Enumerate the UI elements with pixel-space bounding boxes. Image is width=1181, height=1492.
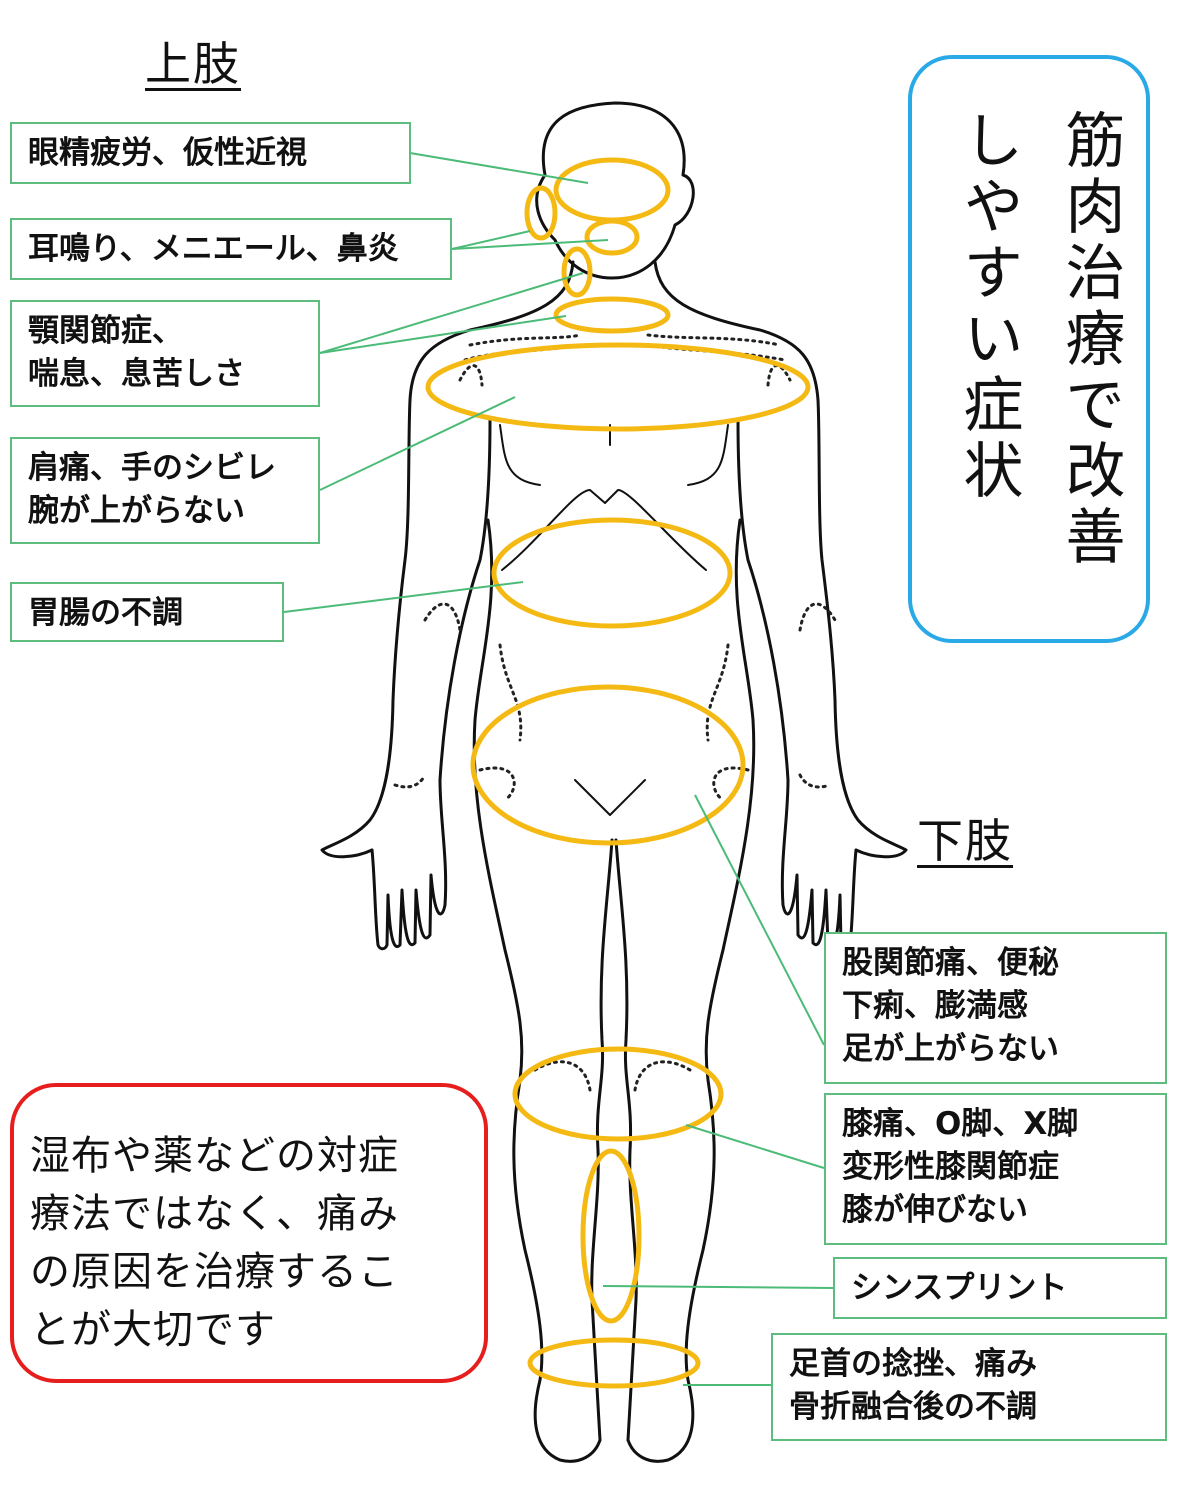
ellipse-throat xyxy=(553,296,671,334)
left-inner-arm xyxy=(438,418,492,782)
ellipse-shoulders xyxy=(425,342,811,432)
title-line-1: 筋肉治療で改善 xyxy=(1055,109,1125,571)
ellipse-jaw xyxy=(561,246,593,298)
ellipse-shins xyxy=(580,1148,642,1324)
groin xyxy=(574,779,646,816)
dotted-joints xyxy=(393,333,837,1092)
ellipse-eyes xyxy=(553,157,671,223)
label-knee-pain: 膝痛、O脚、X脚 変形性膝関節症 膝が伸びない xyxy=(824,1093,1167,1245)
head-outline xyxy=(535,101,695,280)
connector-lines xyxy=(283,152,834,1386)
label-eye-strain: 眼精疲労、仮性近視 xyxy=(10,122,411,184)
label-stomach: 胃腸の不調 xyxy=(10,582,284,642)
heading-lower-limb: 下肢 xyxy=(917,814,1013,868)
right-inner-arm xyxy=(736,418,790,782)
title-box: 筋肉治療で改善 しやすい症状 xyxy=(908,55,1150,643)
ellipse-knees xyxy=(512,1046,724,1142)
heading-upper-limb: 上肢 xyxy=(145,37,241,91)
highlight-ellipses xyxy=(425,157,811,1389)
ellipse-ankles xyxy=(527,1337,701,1389)
right-hand xyxy=(780,778,858,951)
chest-right xyxy=(687,424,729,486)
note-box: 湿布や薬などの対症 療法ではなく、痛み の原因を治療するこ とが大切です xyxy=(10,1083,488,1383)
ribcage xyxy=(501,489,707,571)
right-torso-side xyxy=(626,518,756,1463)
label-shin-splints: シンスプリント xyxy=(833,1257,1167,1319)
ellipse-nose xyxy=(584,218,640,256)
left-hand xyxy=(370,778,448,951)
ellipse-abdomen xyxy=(491,517,733,629)
label-shoulder-pain: 肩痛、手のシビレ 腕が上がらない xyxy=(10,437,320,544)
label-tinnitus: 耳鳴り、メニエール、鼻炎 xyxy=(10,218,452,280)
torso-right-outline xyxy=(653,260,908,859)
title-line-2: しやすい症状 xyxy=(953,109,1023,505)
label-ankle-sprain: 足首の捻挫、痛み 骨折融合後の不調 xyxy=(771,1333,1167,1441)
left-torso-side xyxy=(472,518,602,1463)
ellipse-ear xyxy=(524,185,558,241)
label-hip-pain: 股関節痛、便秘 下痢、膨満感 足が上がらない xyxy=(824,932,1167,1084)
chest-left xyxy=(499,424,541,486)
ellipse-hips xyxy=(470,684,746,846)
label-jaw-asthma: 顎関節症、 喘息、息苦しさ xyxy=(10,300,320,407)
